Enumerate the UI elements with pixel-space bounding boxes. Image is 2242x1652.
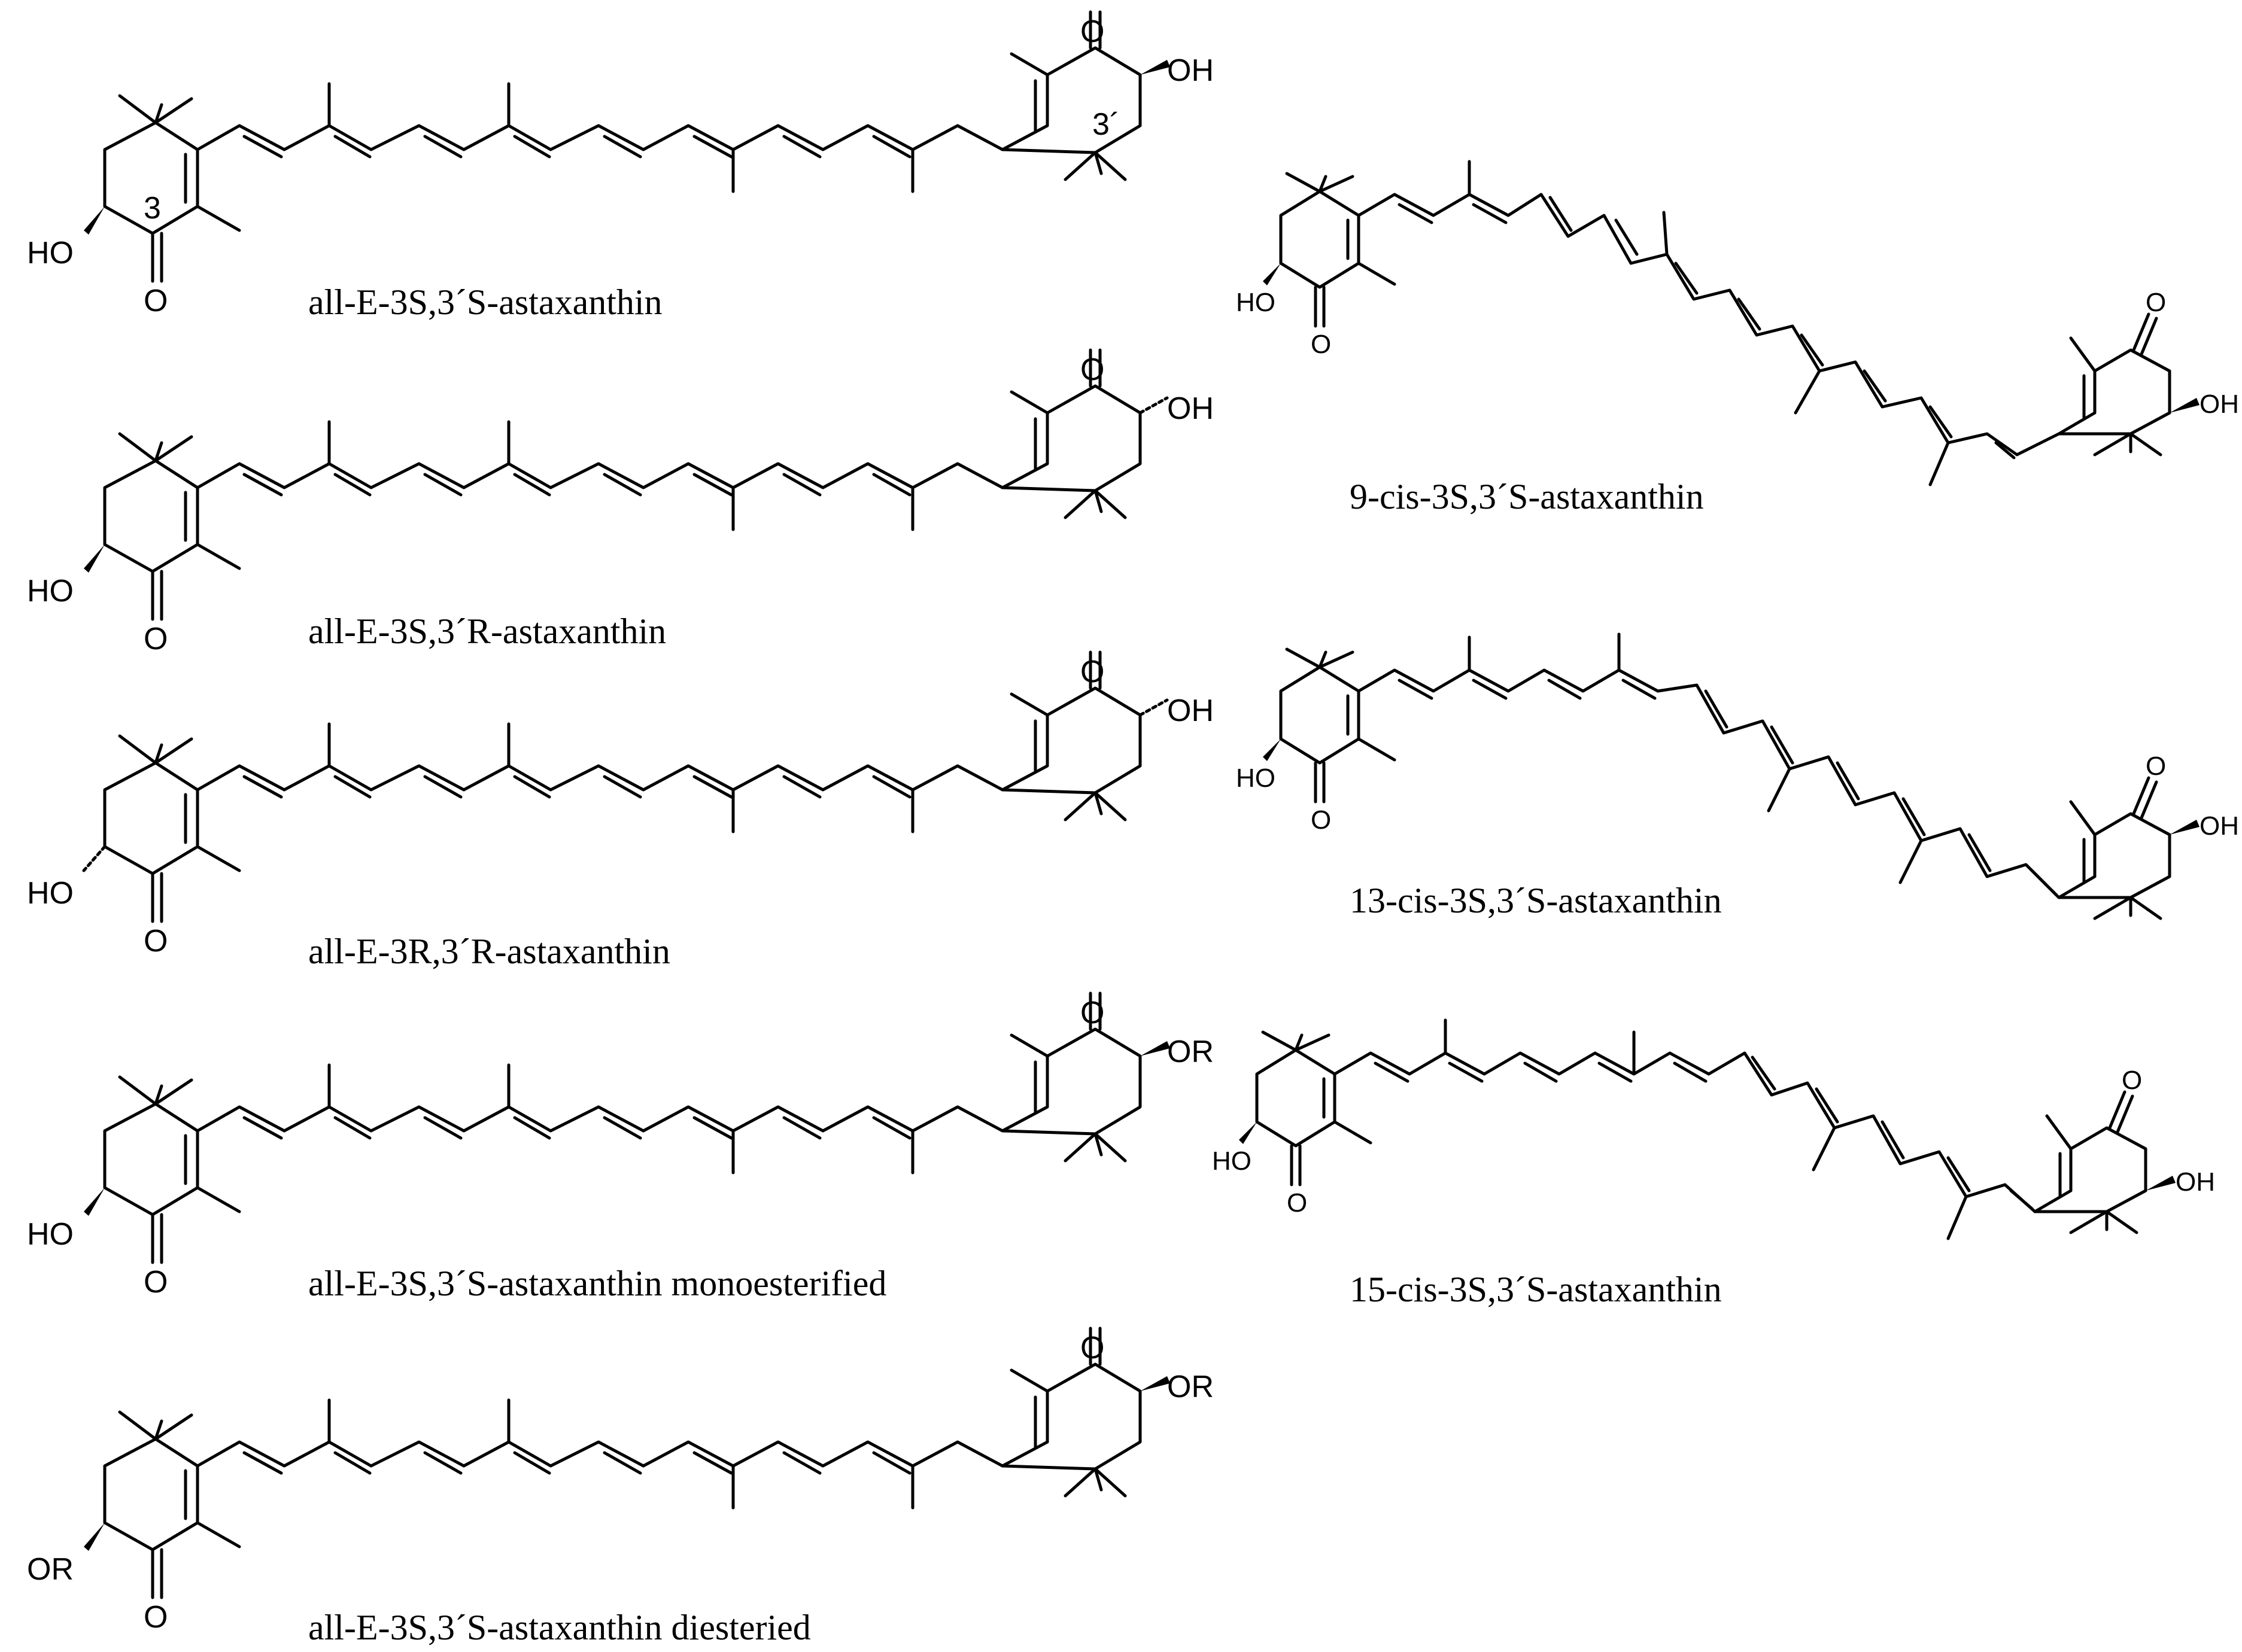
hydroxyl-label: OH (1167, 391, 1214, 426)
molecule-caption: 9-cis-3S,3´S-astaxanthin (1350, 477, 1704, 516)
ketone-oxygen-label: O (144, 924, 168, 959)
hydroxyl-label: HO (1236, 763, 1275, 793)
locant-label: 3 (144, 191, 161, 226)
ketone-oxygen-label: O (1311, 330, 1331, 359)
ketone-oxygen-label: O (2146, 752, 2166, 781)
ketone-oxygen-label: O (1311, 805, 1331, 835)
ketone-oxygen-label: O (1080, 1331, 1104, 1365)
ketone-oxygen-label: O (1080, 655, 1104, 689)
hydroxyl-label: OH (2176, 1167, 2215, 1197)
hydroxyl-label: OH (1167, 53, 1214, 88)
molecule-diesteried: OR O O OR all-E-3S,3´S-astaxanthin diest… (27, 1327, 1214, 1647)
ketone-oxygen-label: O (144, 622, 168, 656)
hydroxyl-label: OH (2200, 390, 2239, 419)
molecule-9-cis: HO O O OH 9-cis-3S,3´S-astaxanthin (1236, 160, 2239, 516)
molecule-caption: all-E-3S,3´S-astaxanthin monoesterified (308, 1264, 886, 1303)
molecule-caption: all-E-3S,3´R-astaxanthin (308, 611, 666, 651)
ester-label: OR (27, 1552, 74, 1587)
hydroxyl-label: HO (27, 574, 74, 609)
ketone-oxygen-label: O (2146, 288, 2166, 317)
hydroxyl-label: OH (1167, 693, 1214, 728)
hydroxyl-label: HO (1236, 288, 1275, 317)
molecule-caption: 13-cis-3S,3´S-astaxanthin (1350, 881, 1722, 920)
ketone-oxygen-label: O (144, 1600, 168, 1635)
hydroxyl-label: HO (27, 236, 74, 270)
molecule-13-cis: HO O O OH 13-cis-3S,3´S-astaxanthin (1236, 632, 2239, 920)
ketone-oxygen-label: O (144, 284, 168, 318)
molecule-caption: 15-cis-3S,3´S-astaxanthin (1350, 1270, 1722, 1309)
molecule-all-e-3r-3r: HO O O OH all-E-3R,3´R-astaxanthin (27, 650, 1214, 971)
molecule-15-cis: HO O O OH 15-cis-3S,3´S-astaxanthin (1212, 1018, 2215, 1309)
ester-label: OR (1167, 1370, 1214, 1404)
hydroxyl-label: HO (27, 1217, 74, 1252)
molecule-all-e-3s-3s: HO O O OH 3 3´ all-E-3S,3´S-astaxanthin (27, 10, 1214, 322)
hydroxyl-label: HO (27, 876, 74, 911)
molecule-monoesterified: HO O O OR all-E-3S,3´S-astaxanthin monoe… (27, 991, 1214, 1303)
hydroxyl-label: HO (1212, 1146, 1251, 1176)
ketone-oxygen-label: O (1287, 1188, 1307, 1218)
ketone-oxygen-label: O (1080, 352, 1104, 387)
ketone-oxygen-label: O (144, 1265, 168, 1300)
ketone-oxygen-label: O (2122, 1066, 2142, 1095)
molecule-all-e-3s-3r: HO O O OH all-E-3S,3´R-astaxanthin (27, 348, 1214, 656)
molecule-caption: all-E-3S,3´S-astaxanthin (308, 282, 663, 322)
molecule-caption: all-E-3R,3´R-astaxanthin (308, 932, 670, 971)
hydroxyl-label: OH (2200, 811, 2239, 841)
molecule-caption: all-E-3S,3´S-astaxanthin diesteried (308, 1608, 811, 1647)
ester-label: OR (1167, 1035, 1214, 1069)
ketone-oxygen-label: O (1080, 14, 1104, 49)
locant-label: 3´ (1092, 107, 1120, 142)
ketone-oxygen-label: O (1080, 996, 1104, 1030)
